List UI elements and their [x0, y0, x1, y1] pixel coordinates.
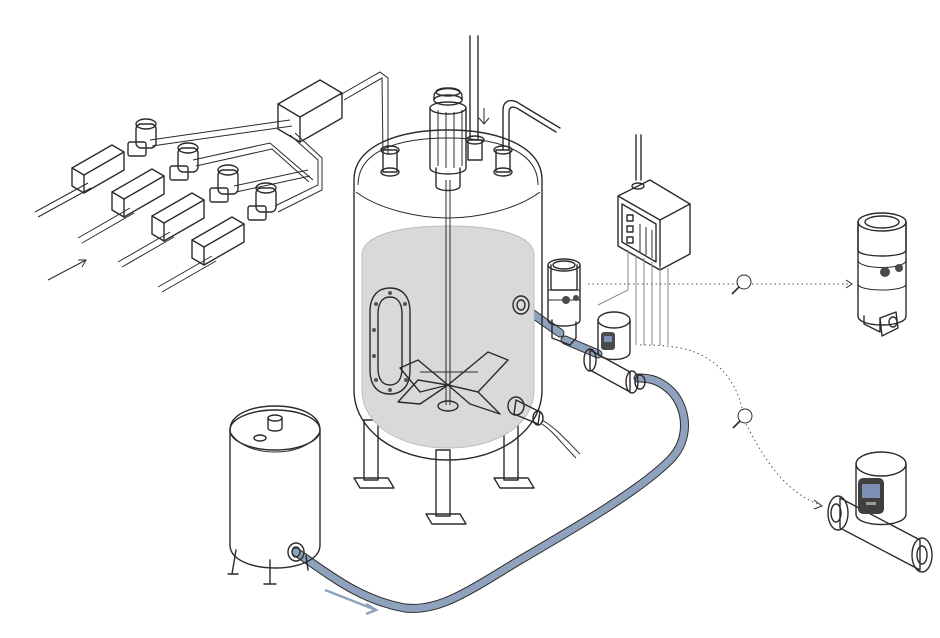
temperature-probe — [507, 396, 581, 459]
mass-flow-controller-4 — [191, 182, 277, 266]
tank-outlet-nozzle — [287, 542, 305, 562]
vessel-liquid — [361, 225, 535, 449]
vessel-nozzle-right — [493, 99, 561, 177]
magnifier-icon — [732, 408, 753, 429]
transmitter-junction-box — [597, 134, 691, 345]
magnifier-icon — [731, 274, 752, 295]
mass-flow-controller-1 — [71, 118, 157, 194]
dosing-controller-box — [277, 79, 343, 143]
mass-flow-controller-2 — [111, 142, 199, 218]
detail-flow-meter — [827, 451, 933, 573]
gas-dosing-assembly — [34, 71, 389, 293]
agitator-impeller — [397, 351, 509, 415]
vessel-side-nozzle — [512, 295, 530, 315]
agitator-motor — [429, 87, 467, 192]
sensor-housing — [547, 258, 581, 346]
storage-tank — [227, 405, 321, 585]
sight-glass — [369, 287, 411, 395]
mass-flow-controller-3 — [151, 164, 239, 242]
signal-path-sensor — [588, 279, 853, 289]
vessel-nozzle-center — [465, 35, 485, 161]
detail-sensor — [857, 212, 907, 337]
reactor-vessel — [353, 35, 581, 525]
inlet-arrow — [47, 259, 87, 281]
flow-direction-arrow — [324, 588, 379, 616]
vessel-nozzle-left — [380, 145, 400, 177]
signal-cables — [597, 250, 669, 345]
signal-path-flow — [639, 344, 824, 510]
flow-meter — [583, 311, 646, 394]
